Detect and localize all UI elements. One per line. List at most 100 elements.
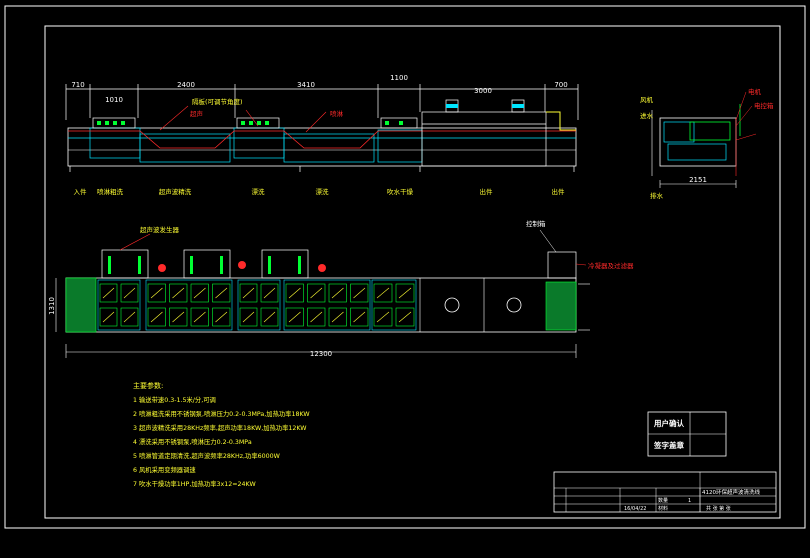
plan-tank-cell (190, 307, 209, 327)
side-label-control: 电控箱 (754, 101, 774, 110)
elev-annot-ultrasonic: 超声 (190, 109, 204, 118)
plan-tank-cell-mark (172, 311, 185, 323)
plan-label-control: 控制箱 (526, 219, 546, 228)
side-label-drain: 排水 (650, 191, 664, 200)
plan-tank-cell (147, 283, 166, 303)
elev-dim-3: 3410 (297, 81, 315, 89)
note-item-3: 3 超声波精洗采用28KHz频率,超声功率18KW,加热功率12KW (133, 423, 307, 432)
plan-tank-cell (307, 283, 326, 303)
dryer-fan-2 (506, 297, 522, 313)
elevation-dimension-line (65, 84, 579, 120)
plan-tank-cell (239, 307, 258, 327)
plan-label-generator: 超声波发生器 (140, 225, 180, 234)
user-confirm-row1: 用户确认 (654, 418, 684, 428)
plan-tank-cell-mark (150, 287, 163, 299)
note-item-7: 7 吹水干燥功率1HP,加热功率3x12=24KW (133, 479, 256, 488)
plan-tank-cell (260, 283, 279, 303)
plan-tank-cell-mark (310, 311, 323, 323)
elev-annot-spray: 喷淋 (330, 109, 344, 118)
user-confirm-row2: 签字盖章 (653, 440, 684, 450)
elev-dim-2: 2400 (177, 81, 195, 89)
machine-body (67, 127, 577, 167)
outer-frame (4, 5, 806, 529)
station-5: 吹水干燥 (387, 187, 414, 196)
title-drawing-name: 4120环保超声波清洗线 (702, 488, 760, 496)
plan-tank-cell-mark (353, 287, 366, 299)
plan-tank-cell (212, 307, 231, 327)
plan-tank-cell (373, 283, 393, 303)
plan-tank-cell-mark (215, 287, 228, 299)
title-label-qty: 数量 (658, 497, 668, 504)
plan-tank-cell-mark (353, 311, 366, 323)
plan-tank-cell-mark (123, 287, 136, 299)
user-confirm-box: 用户确认 签字盖章 (647, 411, 727, 457)
station-6: 出件 (480, 187, 494, 196)
elev-dim-5: 3000 (474, 87, 492, 95)
plan-view: 1310 12300 超声波发生器 控制箱 冷凝器及过滤器 (48, 219, 634, 358)
plan-tank-cell-mark (193, 311, 206, 323)
plan-tank-cell (99, 283, 118, 303)
side-label-fan: 风机 (640, 95, 654, 104)
side-dim-width: 2151 (689, 176, 707, 184)
plan-tank-cell-mark (398, 311, 412, 323)
plan-outline (65, 277, 577, 333)
plan-tank-cell-mark (172, 287, 185, 299)
plan-tank-cell (395, 283, 415, 303)
elev-annot-baffle: 隔板(可调节角度) (192, 97, 243, 106)
plan-label-condenser: 冷凝器及过滤器 (588, 261, 634, 270)
plan-tank-cell-mark (376, 287, 390, 299)
plan-tank-cell-mark (288, 287, 301, 299)
station-3: 漂洗 (252, 187, 266, 196)
plan-tank-cell (350, 283, 369, 303)
plan-tank-cell-mark (263, 311, 276, 323)
plan-dim-height: 1310 (48, 297, 56, 315)
elev-dim-1: 1010 (105, 96, 123, 104)
plan-tank-cell-mark (331, 311, 344, 323)
plan-tank-cell (307, 307, 326, 327)
plan-tank-cell-mark (331, 287, 344, 299)
plan-tank-cell-mark (215, 311, 228, 323)
plan-entry-zone (65, 277, 97, 333)
plan-tank-cell (260, 307, 279, 327)
station-1: 喷淋粗洗 (97, 187, 124, 196)
plan-tank-cell (169, 307, 188, 327)
plan-tank-cell (285, 283, 304, 303)
plan-tank-cell (328, 283, 347, 303)
plan-tank-cell (212, 283, 231, 303)
plan-tank-cell (373, 307, 393, 327)
plan-tank-cell-mark (102, 311, 115, 323)
station-7: 出件 (552, 187, 566, 196)
elevation-view: 710 1010 2400 3410 1100 3000 700 (65, 74, 579, 196)
plan-tank-cell (120, 283, 139, 303)
note-item-5: 5 喷淋管道定期清洗,超声波频率28KHz,功率6000W (133, 451, 281, 460)
plan-tank-cells (97, 279, 417, 331)
plan-tank-cell (169, 283, 188, 303)
plan-tank-group (283, 279, 371, 331)
plan-tank-cell (239, 283, 258, 303)
plan-tank-cell-mark (150, 311, 163, 323)
title-block: 4120环保超声波清洗线 数量 1 材料 16/04/22 共 张 第 张 (553, 471, 777, 513)
title-qty: 1 (688, 498, 691, 504)
plan-tank-cell-mark (263, 287, 276, 299)
plan-tank-cell (395, 307, 415, 327)
side-label-motor: 电机 (748, 87, 762, 96)
inner-frame (44, 25, 781, 519)
elev-dim-4: 1100 (390, 74, 408, 82)
plan-tank-cell (99, 307, 118, 327)
plan-tank-group (145, 279, 233, 331)
notes-block: 主要参数: 1 输送带速0.3-1.5米/分,可调 2 喷淋粗洗采用不锈钢泵,喷… (133, 381, 310, 488)
plan-tank-cell (285, 307, 304, 327)
plan-tank-group (97, 279, 141, 331)
plan-tank-cell-mark (102, 287, 115, 299)
plan-tank-cell (328, 307, 347, 327)
side-label-inlet: 进水 (640, 111, 654, 120)
plan-tank-cell (350, 307, 369, 327)
station-4: 漂洗 (316, 187, 330, 196)
plan-tank-cell-mark (123, 311, 136, 323)
plan-tank-group (371, 279, 417, 331)
side-view: 风机 进水 电机 电控箱 排水 2151 (640, 87, 774, 200)
plan-exit-zone (545, 281, 577, 331)
title-date: 16/04/22 (624, 506, 646, 512)
plan-tank-cell-mark (310, 287, 323, 299)
